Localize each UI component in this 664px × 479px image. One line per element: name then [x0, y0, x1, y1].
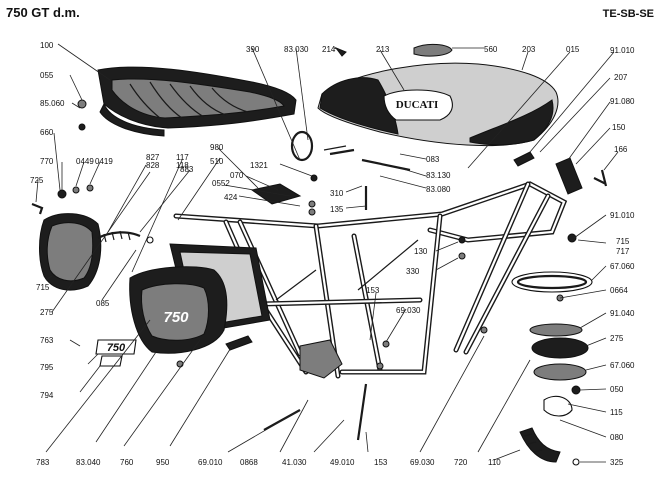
- part-label: 153: [374, 458, 388, 467]
- part-label: 100: [40, 41, 54, 50]
- diagram-title: 750 GT d.m.: [6, 5, 80, 20]
- part-label: 390: [246, 45, 260, 54]
- part-label: 660: [40, 128, 54, 137]
- part-label: 015: [566, 45, 580, 54]
- part-label: 0552: [212, 179, 230, 188]
- part-label: 91.040: [610, 309, 635, 318]
- part-label: 214: [322, 45, 336, 54]
- part-label: 110: [488, 458, 501, 467]
- part-label: 0419: [95, 157, 113, 166]
- part-label: 91.010: [610, 211, 635, 220]
- part-label: 725: [30, 176, 44, 185]
- part-label: 91.080: [610, 97, 635, 106]
- part-label: 0664: [610, 286, 628, 295]
- part-label: 67.060: [610, 262, 635, 271]
- tank-logo: DUCATI: [396, 99, 439, 111]
- part-label: 83.040: [76, 458, 101, 467]
- part-label: 783: [36, 458, 50, 467]
- part-label: 055: [40, 71, 54, 80]
- part-label: 118: [176, 161, 189, 170]
- part-label: 763: [40, 336, 54, 345]
- part-label: 91.010: [610, 46, 635, 55]
- leader-lines: [35, 43, 619, 463]
- part-label: 117: [176, 153, 189, 162]
- part-label: 760: [120, 458, 134, 467]
- part-number-labels: 100 055 85.060 660 770 0449 0419 725 715…: [30, 41, 635, 467]
- part-label: 795: [40, 363, 54, 372]
- diagram-code: TE-SB-SE: [602, 8, 654, 20]
- part-label: 080: [610, 433, 624, 442]
- part-label: 883: [180, 165, 194, 174]
- seat-fixings: [77, 99, 87, 131]
- part-label: 69.030: [410, 458, 435, 467]
- badge-drawing: 750: [95, 339, 137, 367]
- part-label: 207: [614, 73, 628, 82]
- part-label: 980: [210, 143, 224, 152]
- left-small-parts: [31, 184, 94, 215]
- part-label: 67.060: [610, 361, 635, 370]
- part-label: 0449: [76, 157, 94, 166]
- part-label: 794: [40, 391, 54, 400]
- part-label: 050: [610, 385, 624, 394]
- part-label: 720: [454, 458, 468, 467]
- seat-drawing: [97, 66, 297, 137]
- part-label: 83.080: [426, 185, 451, 194]
- part-label: 083: [426, 155, 440, 164]
- part-label: 275: [610, 334, 624, 343]
- side-panel-logo: 750: [163, 309, 189, 326]
- part-label: 310: [330, 189, 344, 198]
- part-label: 325: [610, 458, 624, 467]
- air-filter-box-drawing: [39, 213, 102, 291]
- part-label: 950: [156, 458, 170, 467]
- intake-hose-left: [97, 230, 154, 244]
- part-label: 41.030: [282, 458, 307, 467]
- part-label: 085: [96, 299, 110, 308]
- part-label: 560: [484, 45, 498, 54]
- part-label: 0868: [240, 458, 258, 467]
- right-top-small-parts: [513, 151, 608, 243]
- part-label: 83.030: [284, 45, 309, 54]
- part-label: 424: [224, 193, 238, 202]
- gasket-ring: [290, 130, 314, 162]
- badge-logo: 750: [107, 342, 126, 354]
- part-label: 715: [36, 283, 50, 292]
- side-panel-drawing: 750: [129, 266, 228, 354]
- part-label: 1321: [250, 161, 268, 170]
- part-label: 213: [376, 45, 390, 54]
- right-filter-stack: [511, 271, 593, 395]
- part-label: 070: [230, 171, 244, 180]
- part-label: 510: [210, 157, 224, 166]
- part-label: 115: [610, 408, 623, 417]
- part-label: 717: [616, 247, 630, 256]
- part-label: 69.010: [198, 458, 223, 467]
- part-label: 715: [616, 237, 630, 246]
- part-label: 49.010: [330, 458, 355, 467]
- part-label: 166: [614, 145, 628, 154]
- fuel-tank-drawing: DUCATI: [317, 43, 559, 155]
- part-label: 130: [414, 247, 428, 256]
- part-label: 69.030: [396, 306, 421, 315]
- part-label: 827: [146, 153, 160, 162]
- part-label: 83.130: [426, 171, 451, 180]
- part-label: 828: [146, 161, 160, 170]
- part-label: 153: [366, 286, 380, 295]
- part-label: 203: [522, 45, 536, 54]
- part-label: 150: [612, 123, 626, 132]
- part-label: 135: [330, 205, 344, 214]
- part-label: 770: [40, 157, 54, 166]
- intake-hose-right: [519, 395, 580, 466]
- part-label: 275: [40, 308, 54, 317]
- part-label: 85.060: [40, 99, 65, 108]
- part-label: 330: [406, 267, 420, 276]
